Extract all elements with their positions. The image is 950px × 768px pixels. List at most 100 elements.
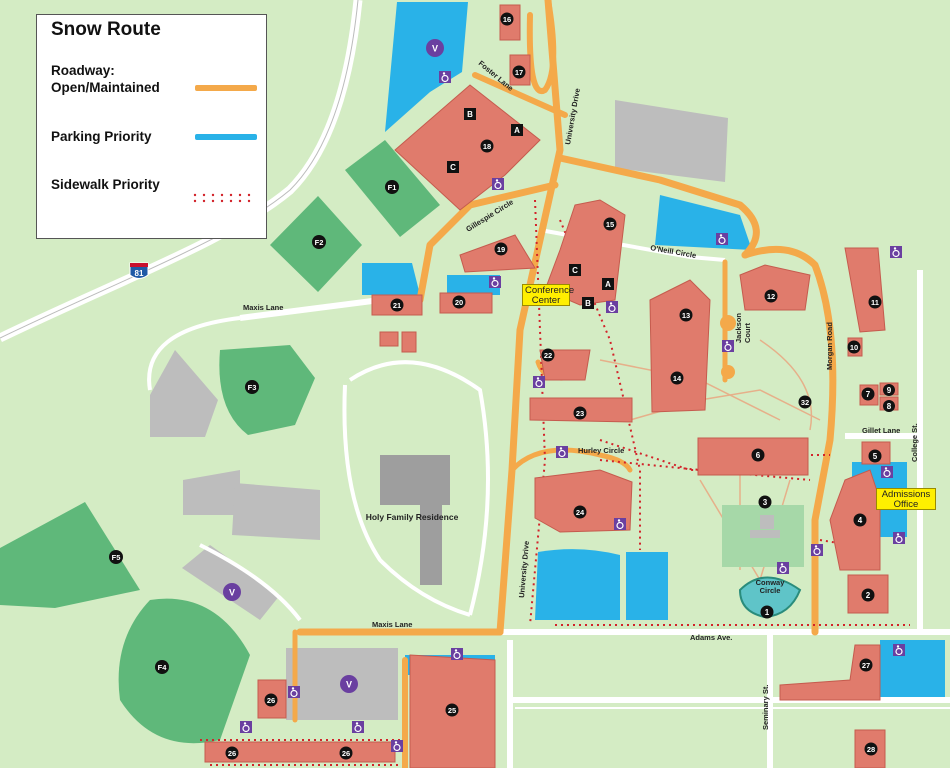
wing-15-b: B [582,297,594,309]
marker-building-28: 28 [864,742,878,756]
interstate-shield-label: 81 [135,269,144,278]
svg-text:15: 15 [606,220,614,229]
building-small-a [379,331,399,347]
building-11 [844,247,886,333]
svg-text:V: V [229,588,235,598]
building-12 [739,264,811,311]
building-18 [394,84,541,211]
svg-text:B: B [467,110,473,119]
building-24 [534,469,633,533]
svg-text:V: V [432,44,438,54]
svg-text:26: 26 [228,749,236,758]
marker-building-1: 1 [760,605,774,619]
svg-text:20: 20 [455,298,463,307]
svg-text:9: 9 [887,386,892,395]
admissions-office-callout: Admissions Office [876,488,936,510]
snow-route-roads [292,0,837,768]
svg-text:C: C [572,266,578,275]
conway-circle-label-2: Circle [760,586,781,595]
parking-lot-west-2 [183,470,240,515]
wheelchair-icon [492,178,504,190]
hurley-circle-label: Hurley Circle [578,446,624,455]
seminary-st-label: Seminary St. [761,685,770,730]
field-f4-marker: F4 [155,660,169,674]
marker-building-19: 19 [494,242,508,256]
svg-text:7: 7 [866,390,871,399]
legend: Snow Route Roadway: Open/Maintained Park… [36,14,267,239]
conference-center-callout: Conference Center [522,284,574,306]
morgan-road-label: Morgan Road [825,322,834,370]
wing-18-a: A [511,124,523,136]
wheelchair-icon [288,686,300,698]
marker-building-14: 14 [670,371,684,385]
quad-plaza [750,530,780,538]
admissions-office-label-2: Office [893,499,919,510]
marker-building-10: 10 [847,340,861,354]
svg-text:C: C [450,163,456,172]
holy-family-label: Holy Family Residence [366,512,459,522]
gillespie-circle-road [416,181,559,304]
field-f3 [219,345,315,435]
building-27 [779,644,881,701]
svg-text:26: 26 [267,696,275,705]
marker-building-20: 20 [452,295,466,309]
field-labels: F1 F2 F3 F4 F5 [109,180,399,674]
marker-building-24: 24 [573,505,587,519]
wheelchair-icon [722,340,734,352]
visitor-parking-south-icon: V [340,675,358,693]
interstate-81-shield-icon: 81 [129,262,149,279]
legend-sidewalk-swatch [193,193,251,203]
building-small-b [401,331,417,353]
marker-building-13: 13 [679,308,693,322]
jackson-court-circle-2 [721,365,735,379]
legend-parking-swatch [195,134,257,140]
parking-lot-north [615,100,728,182]
svg-text:2: 2 [866,591,871,600]
svg-text:13: 13 [682,311,690,320]
svg-text:21: 21 [393,301,401,310]
legend-roadway-label-line2: Open/Maintained [51,80,160,95]
marker-building-23: 23 [573,406,587,420]
field-f4 [118,598,250,744]
svg-text:1: 1 [765,608,770,617]
marker-building-26-c: 26 [339,746,353,760]
wheelchair-icon [489,276,501,288]
svg-text:28: 28 [867,745,875,754]
marker-building-21: 21 [390,298,404,312]
svg-text:3: 3 [763,498,768,507]
college-st-label: College St. [910,423,919,462]
field-f1-marker: F1 [385,180,399,194]
conway-circle [738,576,802,619]
marker-building-4: 4 [853,513,867,527]
wing-15-a: A [602,278,614,290]
building-number-markers: 1 2 3 4 5 6 7 8 9 10 11 12 13 14 15 16 1… [225,12,895,760]
hurley-circle-road [509,447,633,473]
wheelchair-icon [777,562,789,574]
marker-building-15: 15 [603,217,617,231]
visitor-parking-west-icon: V [223,583,241,601]
marker-building-5: 5 [868,449,882,463]
field-f2-marker: F2 [312,235,326,249]
wing-18-b: B [464,108,476,120]
marker-building-32: 32 [798,395,812,409]
priority-parking-south-2 [626,552,668,620]
svg-text:F5: F5 [112,553,121,562]
jackson-court-label-2: Court [743,323,752,343]
adams-ave-label: Adams Ave. [690,633,732,642]
maxis-lane-south-label: Maxis Lane [372,620,412,629]
wing-letter-markers: A B C A B C [447,108,614,309]
svg-text:14: 14 [673,374,682,383]
wheelchair-icon [391,740,403,752]
marker-building-26-a: 26 [264,693,278,707]
building-20 [439,292,493,314]
gillet-lane-label: Gillet Lane [862,426,900,435]
quad-fountain [760,515,774,529]
interstate-81-centerline [0,0,359,339]
foster-lane-road [472,72,568,118]
svg-text:F1: F1 [388,183,397,192]
svg-text:4: 4 [858,516,863,525]
accessible-parking-icons [240,71,905,752]
marker-building-9: 9 [883,384,895,396]
jackson-court-circle [720,315,736,331]
